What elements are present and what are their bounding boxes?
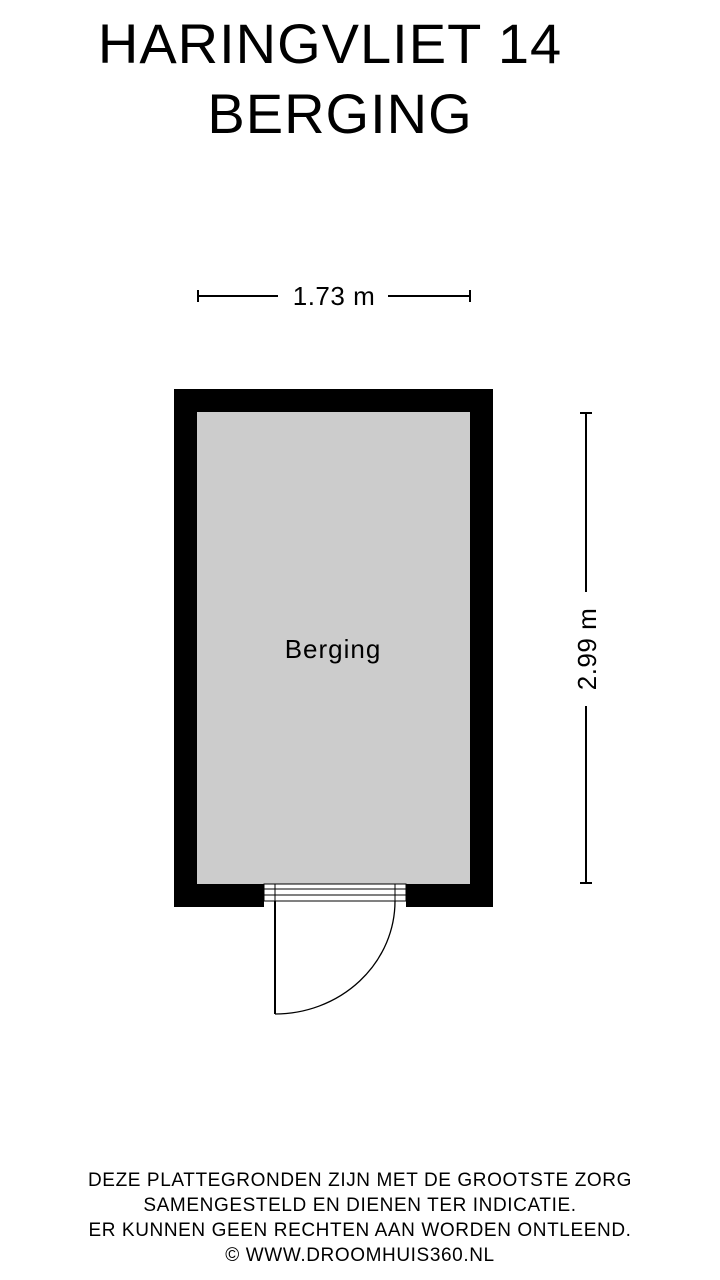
width-dimension: 1.73 m xyxy=(197,281,471,311)
width-dimension-label: 1.73 m xyxy=(293,281,376,311)
plan-title-floor: BERGING xyxy=(207,82,473,145)
disclaimer-line-2: SAMENGESTELD EN DIENEN TER INDICATIE. xyxy=(143,1195,577,1216)
depth-dimension: 2.99 m xyxy=(572,412,602,884)
door-leaf xyxy=(274,901,276,1014)
depth-dimension-label: 2.99 m xyxy=(572,608,602,691)
door-swing-arc xyxy=(274,900,396,1015)
disclaimer-line-1: DEZE PLATTEGRONDEN ZIJN MET DE GROOTSTE … xyxy=(87,1170,632,1191)
storage-room: Berging xyxy=(174,389,493,1015)
plan-title-address: HARINGVLIET 14 xyxy=(97,12,563,75)
copyright-line: © WWW.DROOMHUIS360.NL xyxy=(225,1245,495,1266)
room-label: Berging xyxy=(285,634,382,664)
disclaimer-line-3: ER KUNNEN GEEN RECHTEN AAN WORDEN ONTLEE… xyxy=(88,1220,632,1241)
door-frame xyxy=(263,883,407,902)
room-floor xyxy=(197,412,470,884)
